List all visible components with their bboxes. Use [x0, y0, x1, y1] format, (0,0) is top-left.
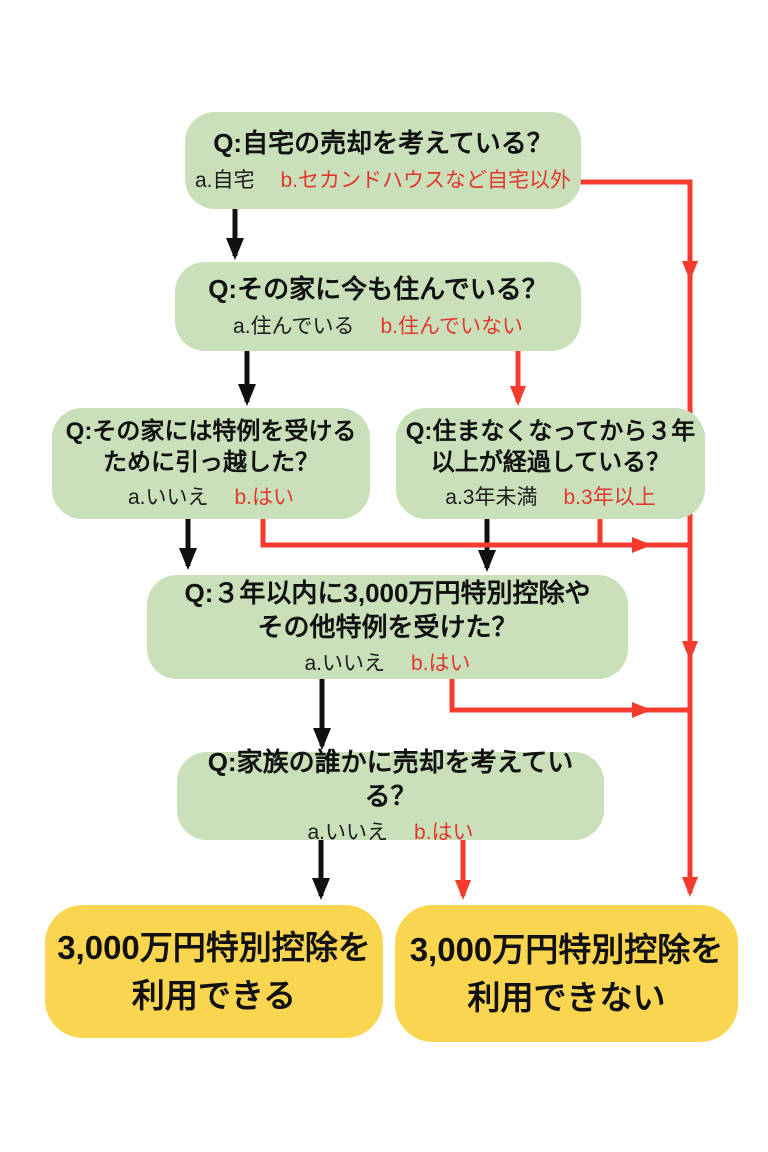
result-cannot-use-line1: 3,000万円特別控除を	[409, 930, 724, 968]
q5-answer-a: a.いいえ	[307, 821, 388, 845]
q3r-answer-b: b.3年以上	[563, 486, 656, 510]
result-can-use-line2: 利用できる	[131, 976, 297, 1014]
node-q2: Q:その家に今も住んでいる？ a.住んでいる b.住んでいない	[175, 262, 581, 351]
q4-answers: a.いいえ b.はい	[304, 647, 470, 677]
q2-answer-b: b.住んでいない	[380, 314, 523, 338]
node-q3-right: Q:住まなくなってから３年 以上が経過している？ a.3年未満 b.3年以上	[396, 408, 705, 519]
q3l-answer-a: a.いいえ	[127, 486, 209, 510]
q2-answer-a: a.住んでいる	[233, 314, 355, 338]
q1-question: Q:自宅の売却を考えている？	[213, 128, 553, 159]
edge-q4b-to-trunk	[449, 677, 690, 713]
node-q5: Q:家族の誰かに売却を考えている？ a.いいえ b.はい	[177, 747, 604, 844]
arrowhead-q4a	[313, 728, 331, 750]
result-cannot-use: 3,000万円特別控除を 利用できない	[395, 905, 738, 1042]
arrowhead-merge-710	[632, 702, 652, 718]
node-q3-left: Q:その家には特例を受ける ために引っ越した？ a.いいえ b.はい	[52, 408, 370, 519]
q3r-question-line2: 以上が経過している？	[430, 449, 671, 476]
arrowhead-q3la	[179, 548, 197, 570]
node-q4: Q:３年以内に3,000万円特別控除や その他特例を受けた？ a.いいえ b.は…	[147, 575, 628, 679]
arrowhead-q3ra	[478, 550, 496, 572]
q1-answers: a.自宅 b.セカンドハウスなど自宅以外	[195, 164, 571, 194]
q1-answer-a: a.自宅	[194, 168, 255, 192]
arrowhead-q5a	[312, 878, 330, 900]
q5-answers: a.いいえ b.はい	[307, 816, 473, 846]
q4-question-line1: Q:３年以内に3,000万円特別控除や	[184, 577, 591, 608]
q3r-question-line1: Q:住まなくなってから３年	[405, 417, 696, 445]
node-q1: Q:自宅の売却を考えている？ a.自宅 b.セカンドハウスなど自宅以外	[185, 112, 581, 209]
arrowhead-trunk-lower	[682, 641, 698, 661]
q3l-question-line1: Q:その家には特例を受ける	[65, 417, 357, 445]
q5-question: Q:家族の誰かに売却を考えている？	[207, 746, 574, 811]
result-cannot-use-line2: 利用できない	[467, 978, 666, 1016]
q3l-answers: a.いいえ b.はい	[128, 481, 294, 511]
arrowhead-trunk-upper	[682, 261, 698, 281]
result-can-use-line1: 3,000万円特別控除を	[57, 928, 371, 966]
q4-answer-a: a.いいえ	[304, 652, 385, 676]
arrowhead-trunk-end	[682, 877, 698, 897]
q3r-answers: a.3年未満 b.3年以上	[445, 481, 655, 511]
q3r-answer-a: a.3年未満	[445, 486, 538, 510]
q5-answer-b: b.はい	[414, 821, 474, 845]
q1-answer-b: b.セカンドハウスなど自宅以外	[280, 168, 572, 192]
arrowhead-q2b	[510, 386, 526, 406]
q3l-answer-b: b.はい	[234, 486, 295, 510]
arrowhead-q1a	[226, 238, 244, 260]
result-can-use: 3,000万円特別控除を 利用できる	[45, 905, 383, 1038]
arrowhead-q2a	[238, 384, 256, 406]
q2-answers: a.住んでいる b.住んでいない	[233, 310, 523, 340]
q2-question: Q:その家に今も住んでいる？	[208, 274, 548, 305]
arrowhead-q5b	[455, 880, 471, 900]
arrowhead-merge-545	[632, 537, 652, 553]
edge-q3lb-to-trunk	[260, 516, 690, 548]
q3l-question-line2: ために引っ越した？	[103, 449, 319, 476]
q4-answer-b: b.はい	[411, 652, 471, 676]
q4-question-line2: その他特例を受けた？	[257, 611, 518, 642]
